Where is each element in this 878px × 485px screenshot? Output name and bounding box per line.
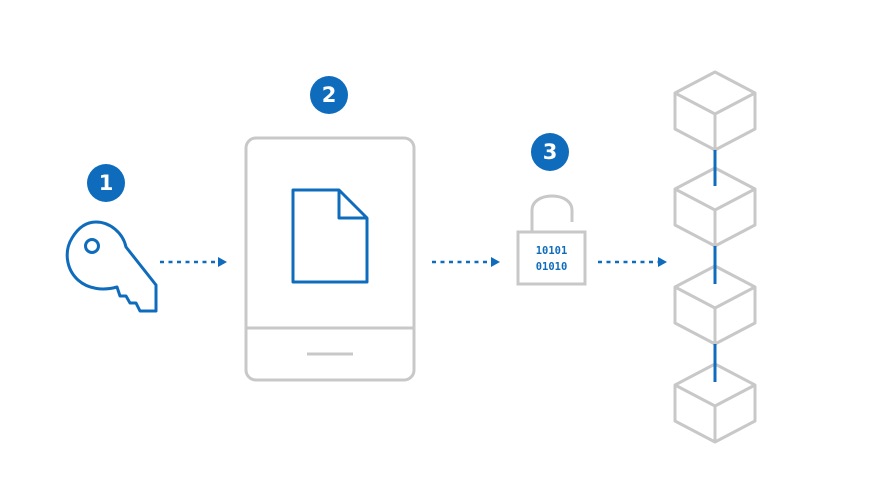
dotted-arrow (598, 257, 667, 267)
step-badge-3: 3 (531, 133, 569, 171)
tablet-icon (244, 136, 416, 382)
padlock-icon: 10101 01010 (516, 194, 587, 286)
cube-icon (673, 362, 757, 444)
cube-icon (673, 70, 757, 152)
blockchain (673, 70, 757, 444)
binary-line-1: 10101 (536, 245, 568, 257)
dotted-arrow (432, 257, 500, 267)
step-badge-1: 1 (87, 164, 125, 202)
document-icon (291, 188, 369, 284)
dotted-arrow (160, 257, 227, 267)
key-icon (65, 220, 158, 313)
step-badge-2: 2 (310, 76, 348, 114)
binary-line-2: 01010 (536, 261, 568, 273)
